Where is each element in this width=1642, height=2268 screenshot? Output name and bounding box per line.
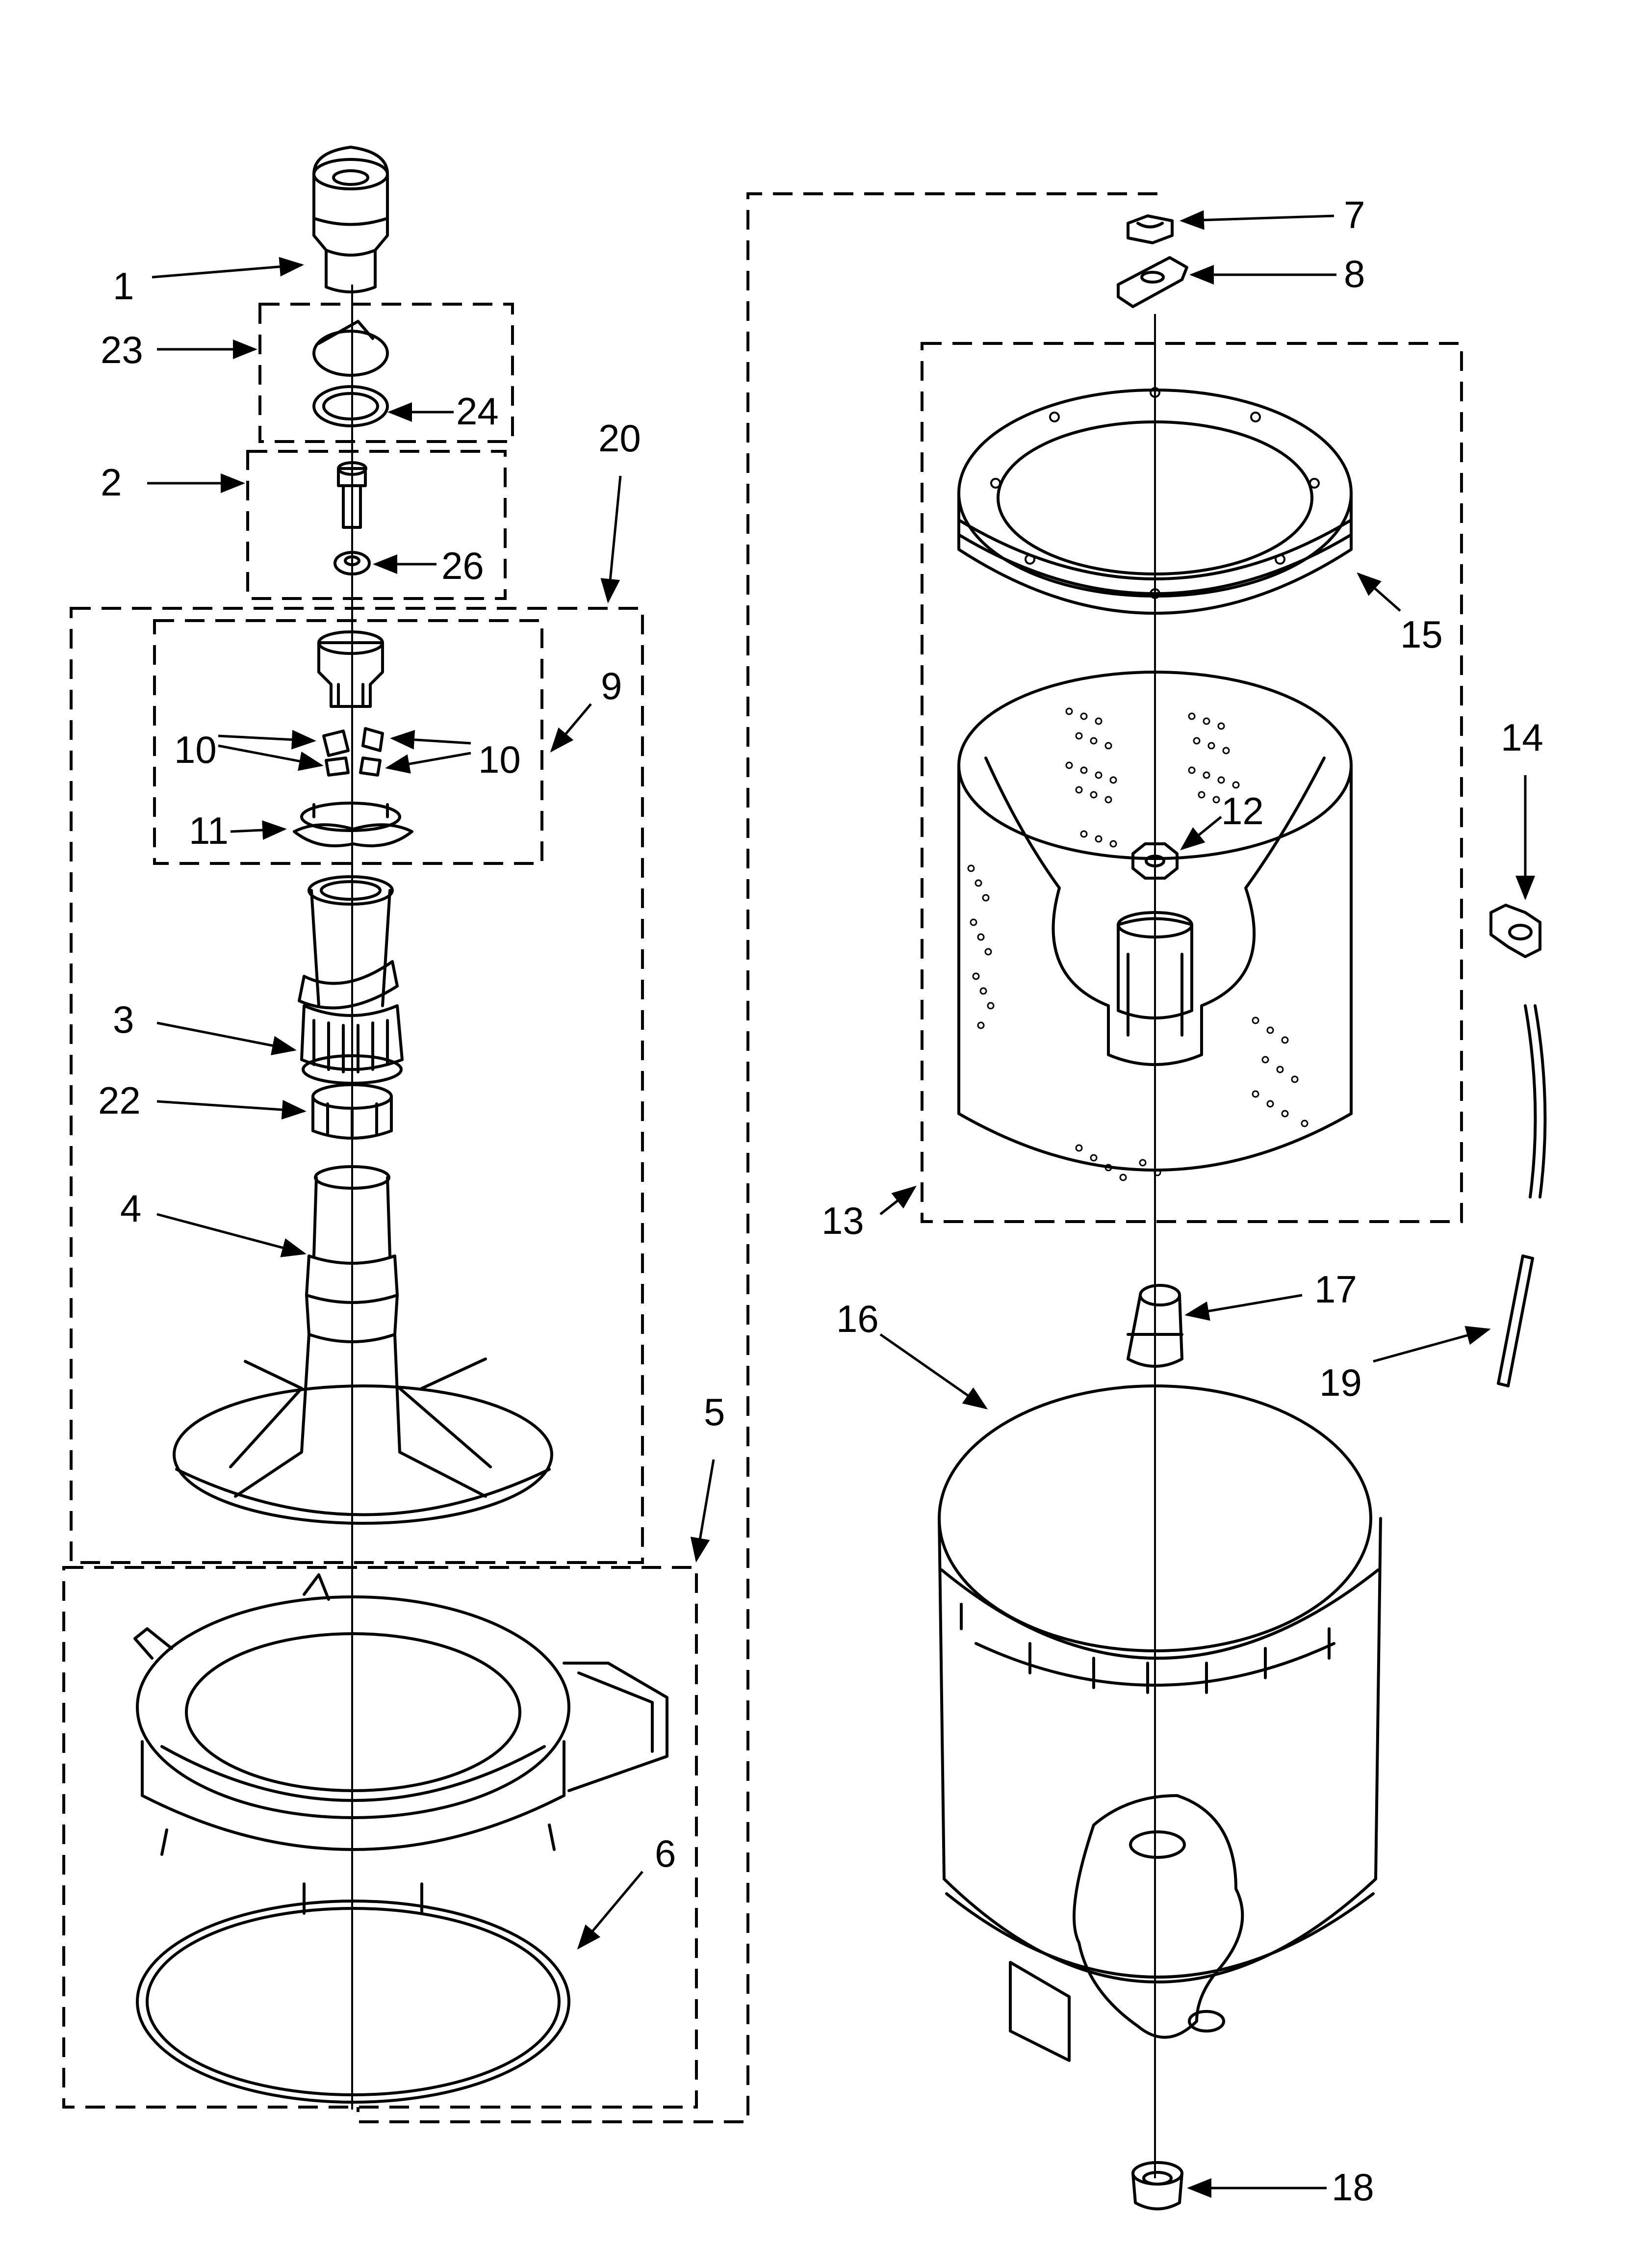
callout-18: 18 [1332,2165,1374,2209]
part-1-dispenser [312,146,389,293]
part-12-hub-nut [1131,842,1179,880]
callout-3: 3 [113,998,134,1041]
leader-lines [147,210,1535,2198]
callout-17: 17 [1314,1268,1357,1311]
part-26-washer [334,551,371,575]
callout-1: 1 [113,264,134,308]
callout-20: 20 [598,417,641,460]
callout-12: 12 [1221,789,1264,833]
basket-perforations [967,707,1308,1181]
group-box-5 [62,1566,698,2109]
group-box-2-26 [246,450,507,600]
callout-labels: 1 23 24 2 26 20 9 10 10 11 3 22 4 5 6 7 … [98,193,1543,2209]
connector-dashed-line [357,192,1157,2123]
part-3-auger [298,875,404,1085]
part-11-retainer [293,802,413,848]
part-18-plug [1131,2161,1183,2211]
group-box-9 [153,619,543,865]
callout-8: 8 [1344,252,1365,295]
part-8-clamp [1117,256,1188,308]
part-4-agitator [173,1165,553,1525]
callout-23: 23 [101,328,143,371]
callout-14: 14 [1501,716,1543,759]
part-10-dogs [322,727,384,777]
callout-22: 22 [98,1079,141,1122]
part-23-cap [312,320,389,377]
callout-7: 7 [1344,193,1365,236]
part-19-hose [1497,1004,1547,1387]
part-22-bearing [311,1083,393,1140]
part-13-basket [957,671,1353,1172]
callout-9: 9 [601,664,622,707]
part-7-clip [1127,214,1174,244]
callout-11: 11 [189,809,229,852]
callout-4: 4 [120,1187,141,1230]
group-box-13 [921,342,1463,1223]
part-16-outer-tub [938,1384,1382,2062]
callout-13: 13 [821,1199,864,1242]
part-2-bolt [337,461,367,529]
part-5-tub-ring [133,1573,668,1915]
part-24-seal-ring [312,385,389,427]
callout-2: 2 [101,461,122,504]
part-14-hose-clip [1489,904,1541,958]
callout-15: 15 [1400,613,1443,656]
callout-26: 26 [441,544,484,587]
part-9-cam-assembly [317,630,384,708]
callout-19: 19 [1319,1361,1362,1404]
callout-6: 6 [655,1832,676,1875]
part-17-tube [1127,1284,1183,1368]
callout-24: 24 [456,390,499,433]
group-box-23-24 [258,303,514,443]
callout-10-left: 10 [174,728,217,771]
callout-5: 5 [704,1390,725,1434]
group-box-20 [70,607,644,1564]
part-15-balance-ring [957,387,1353,615]
callout-10-right: 10 [478,738,521,781]
callout-16: 16 [836,1297,879,1340]
part-6-seal [136,1900,570,2104]
